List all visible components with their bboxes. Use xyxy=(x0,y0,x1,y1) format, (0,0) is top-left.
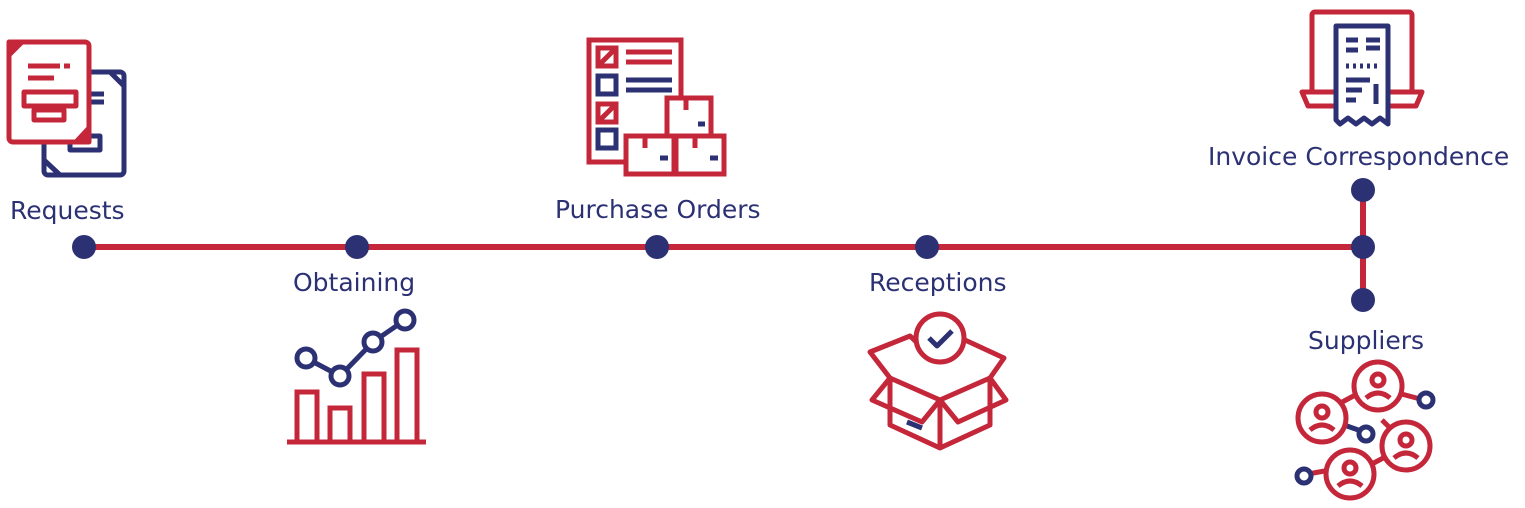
node-obtaining xyxy=(345,235,369,259)
label-obtaining: Obtaining xyxy=(293,268,416,297)
node-purchase-orders xyxy=(645,235,669,259)
label-requests: Requests xyxy=(10,196,125,225)
bar-chart-trend-icon xyxy=(287,308,426,445)
document-stack-icon xyxy=(6,39,127,178)
node-requests xyxy=(72,235,96,259)
checklist-boxes-icon xyxy=(586,37,727,177)
supplier-network-icon xyxy=(1294,359,1436,501)
laptop-receipt-icon xyxy=(1299,9,1425,127)
node-suppliers xyxy=(1351,288,1375,312)
label-invoice-correspondence: Invoice Correspondence xyxy=(1208,142,1510,171)
label-purchase-orders: Purchase Orders xyxy=(555,195,761,224)
label-receptions: Receptions xyxy=(869,268,1007,297)
node-receptions xyxy=(915,235,939,259)
open-box-check-icon xyxy=(867,311,1009,451)
node-invoice-correspondence xyxy=(1351,178,1375,202)
label-suppliers: Suppliers xyxy=(1308,326,1425,355)
node-branch xyxy=(1351,235,1375,259)
